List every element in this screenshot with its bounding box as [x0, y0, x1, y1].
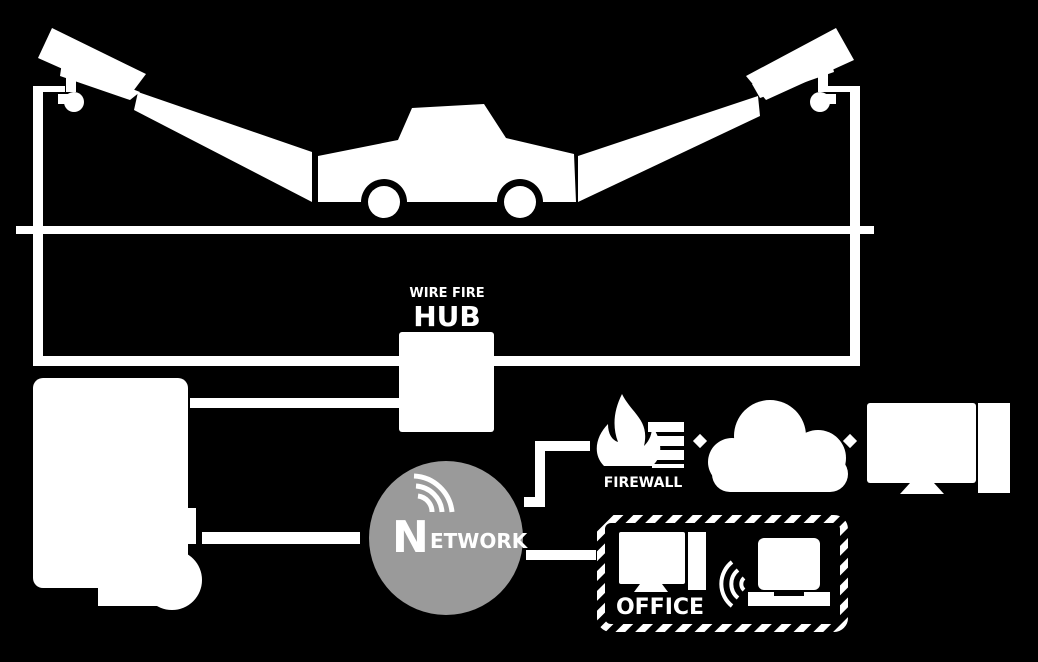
link-diamond-right — [842, 433, 858, 449]
office-wifi-icon — [719, 560, 746, 608]
connector-lines — [190, 398, 596, 560]
hub-box-icon — [399, 332, 494, 432]
perimeter-frame — [16, 86, 874, 366]
firewall-label: FIREWALL — [604, 475, 683, 491]
left-camera-icon — [38, 28, 146, 112]
firewall-icon — [596, 394, 684, 468]
cloud-icon — [708, 400, 848, 492]
network-label: ETWORK — [430, 529, 529, 553]
right-camera-icon — [746, 28, 854, 112]
car-icon — [318, 104, 576, 225]
link-diamond-left — [692, 433, 708, 449]
office-group: OFFICE — [597, 515, 848, 632]
road-line — [16, 226, 874, 234]
hub-label-main: HUB — [413, 300, 481, 333]
office-label: OFFICE — [616, 595, 704, 620]
left-camera-beam — [134, 92, 312, 202]
right-camera-beam — [578, 96, 760, 202]
laptop-icon — [748, 538, 830, 606]
wifi-icon — [413, 473, 455, 513]
server-icon — [33, 378, 202, 610]
network-node: N ETWORK — [369, 461, 529, 615]
network-initial: N — [392, 512, 429, 563]
desktop-computer-icon — [867, 403, 1010, 494]
hub-label-top: WIRE FIRE — [409, 286, 484, 301]
office-desktop-icon — [619, 532, 706, 592]
